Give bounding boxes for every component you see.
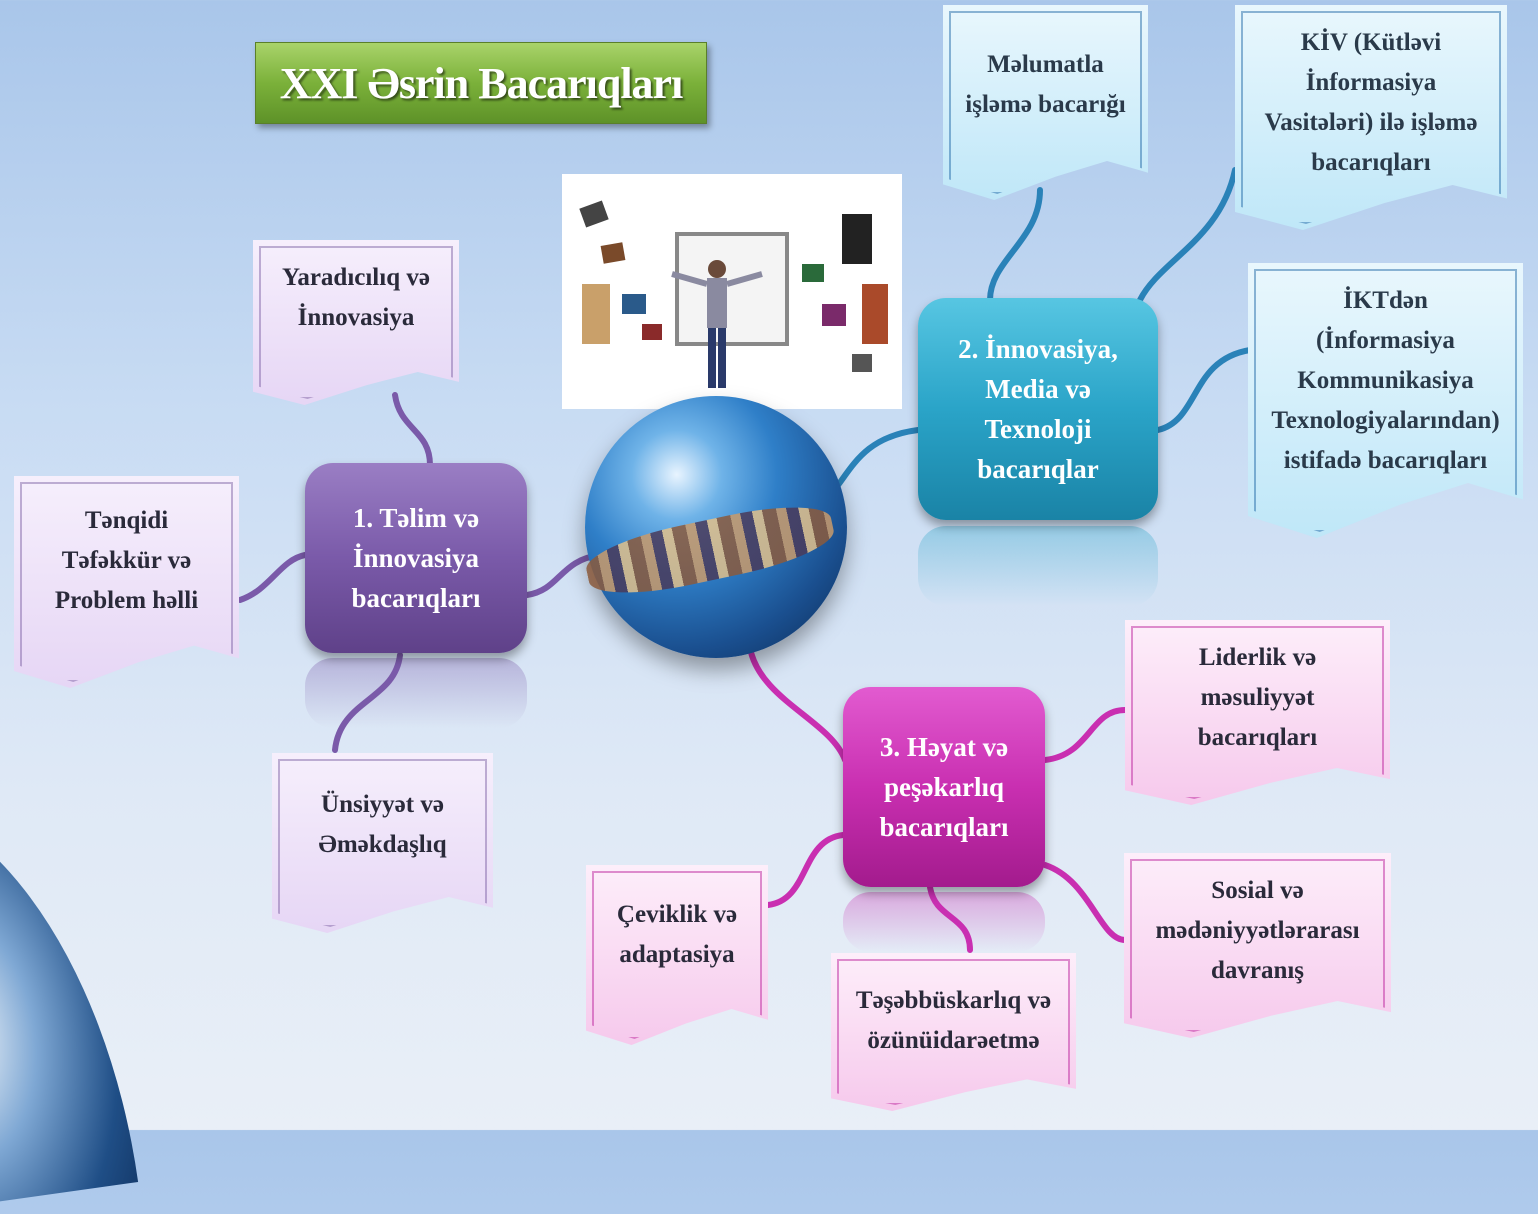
connector-media-information: [987, 187, 1043, 303]
connector-life-flexibility: [765, 832, 846, 908]
hub-reflection: [918, 526, 1158, 606]
hub-reflection: [843, 892, 1045, 952]
skill-social: Sosial və mədəniyyətlərarası davranış: [1124, 853, 1391, 1038]
hub-media-technology: 2. İnnovasiya, Media və Texnoloji bacarı…: [918, 298, 1158, 520]
person-whiteboard-image: [562, 174, 902, 409]
connector-lines: [237, 167, 1253, 953]
skill-social-label: Sosial və mədəniyyətlərarası davranış: [1155, 877, 1360, 984]
skill-initiative-label: Təşəbbüskarlıq və özünüidarəetmə: [855, 987, 1052, 1054]
hub-life-label: 3. Həyat və peşəkarlıq bacarıqları: [879, 732, 1009, 842]
connector-learning-creativity: [392, 392, 433, 468]
connector-media-massmedia: [1137, 167, 1238, 303]
connector-learning-critical: [237, 552, 308, 603]
hub-media-label: 2. İnnovasiya, Media və Texnoloji bacarı…: [958, 334, 1118, 484]
connector-learning-communication: [332, 652, 403, 753]
skill-mass-media-label: KİV (Kütləvi İnformasiya Vasitələri) ilə…: [1264, 29, 1478, 176]
connector-life-initiative: [927, 884, 973, 953]
skill-critical-label: Tənqidi Təfəkkür və Problem həlli: [54, 507, 199, 614]
skill-ict-label: İKTdən (İnformasiya Kommunikasiya Texnol…: [1271, 287, 1500, 474]
connector-life-leadership: [1042, 707, 1128, 763]
connector-life-social: [1042, 862, 1128, 943]
hub-life-career: 3. Həyat və peşəkarlıq bacarıqları: [843, 687, 1045, 887]
skill-information-label: Məlumatla işləmə bacarığı: [965, 51, 1126, 118]
connector-globe-life: [747, 645, 848, 763]
skill-creativity-label: Yaradıcılıq və İnnovasiya: [282, 264, 430, 331]
connector-media-ict: [1155, 347, 1253, 433]
skill-communication-label: Ünsiyyət və Əməkdaşlıq: [318, 791, 447, 858]
hub-reflection: [305, 658, 527, 728]
hub-learning-innovation: 1. Təlim və İnnovasiya bacarıqları: [305, 463, 527, 653]
hub-learning-label: 1. Təlim və İnnovasiya bacarıqları: [351, 503, 481, 613]
page-title: XXI Əsrin Bacarıqları: [255, 42, 707, 124]
skill-flexibility-label: Çeviklik və adaptasiya: [616, 901, 738, 968]
skill-leadership-label: Liderlik və məsuliyyət bacarıqları: [1197, 644, 1318, 751]
